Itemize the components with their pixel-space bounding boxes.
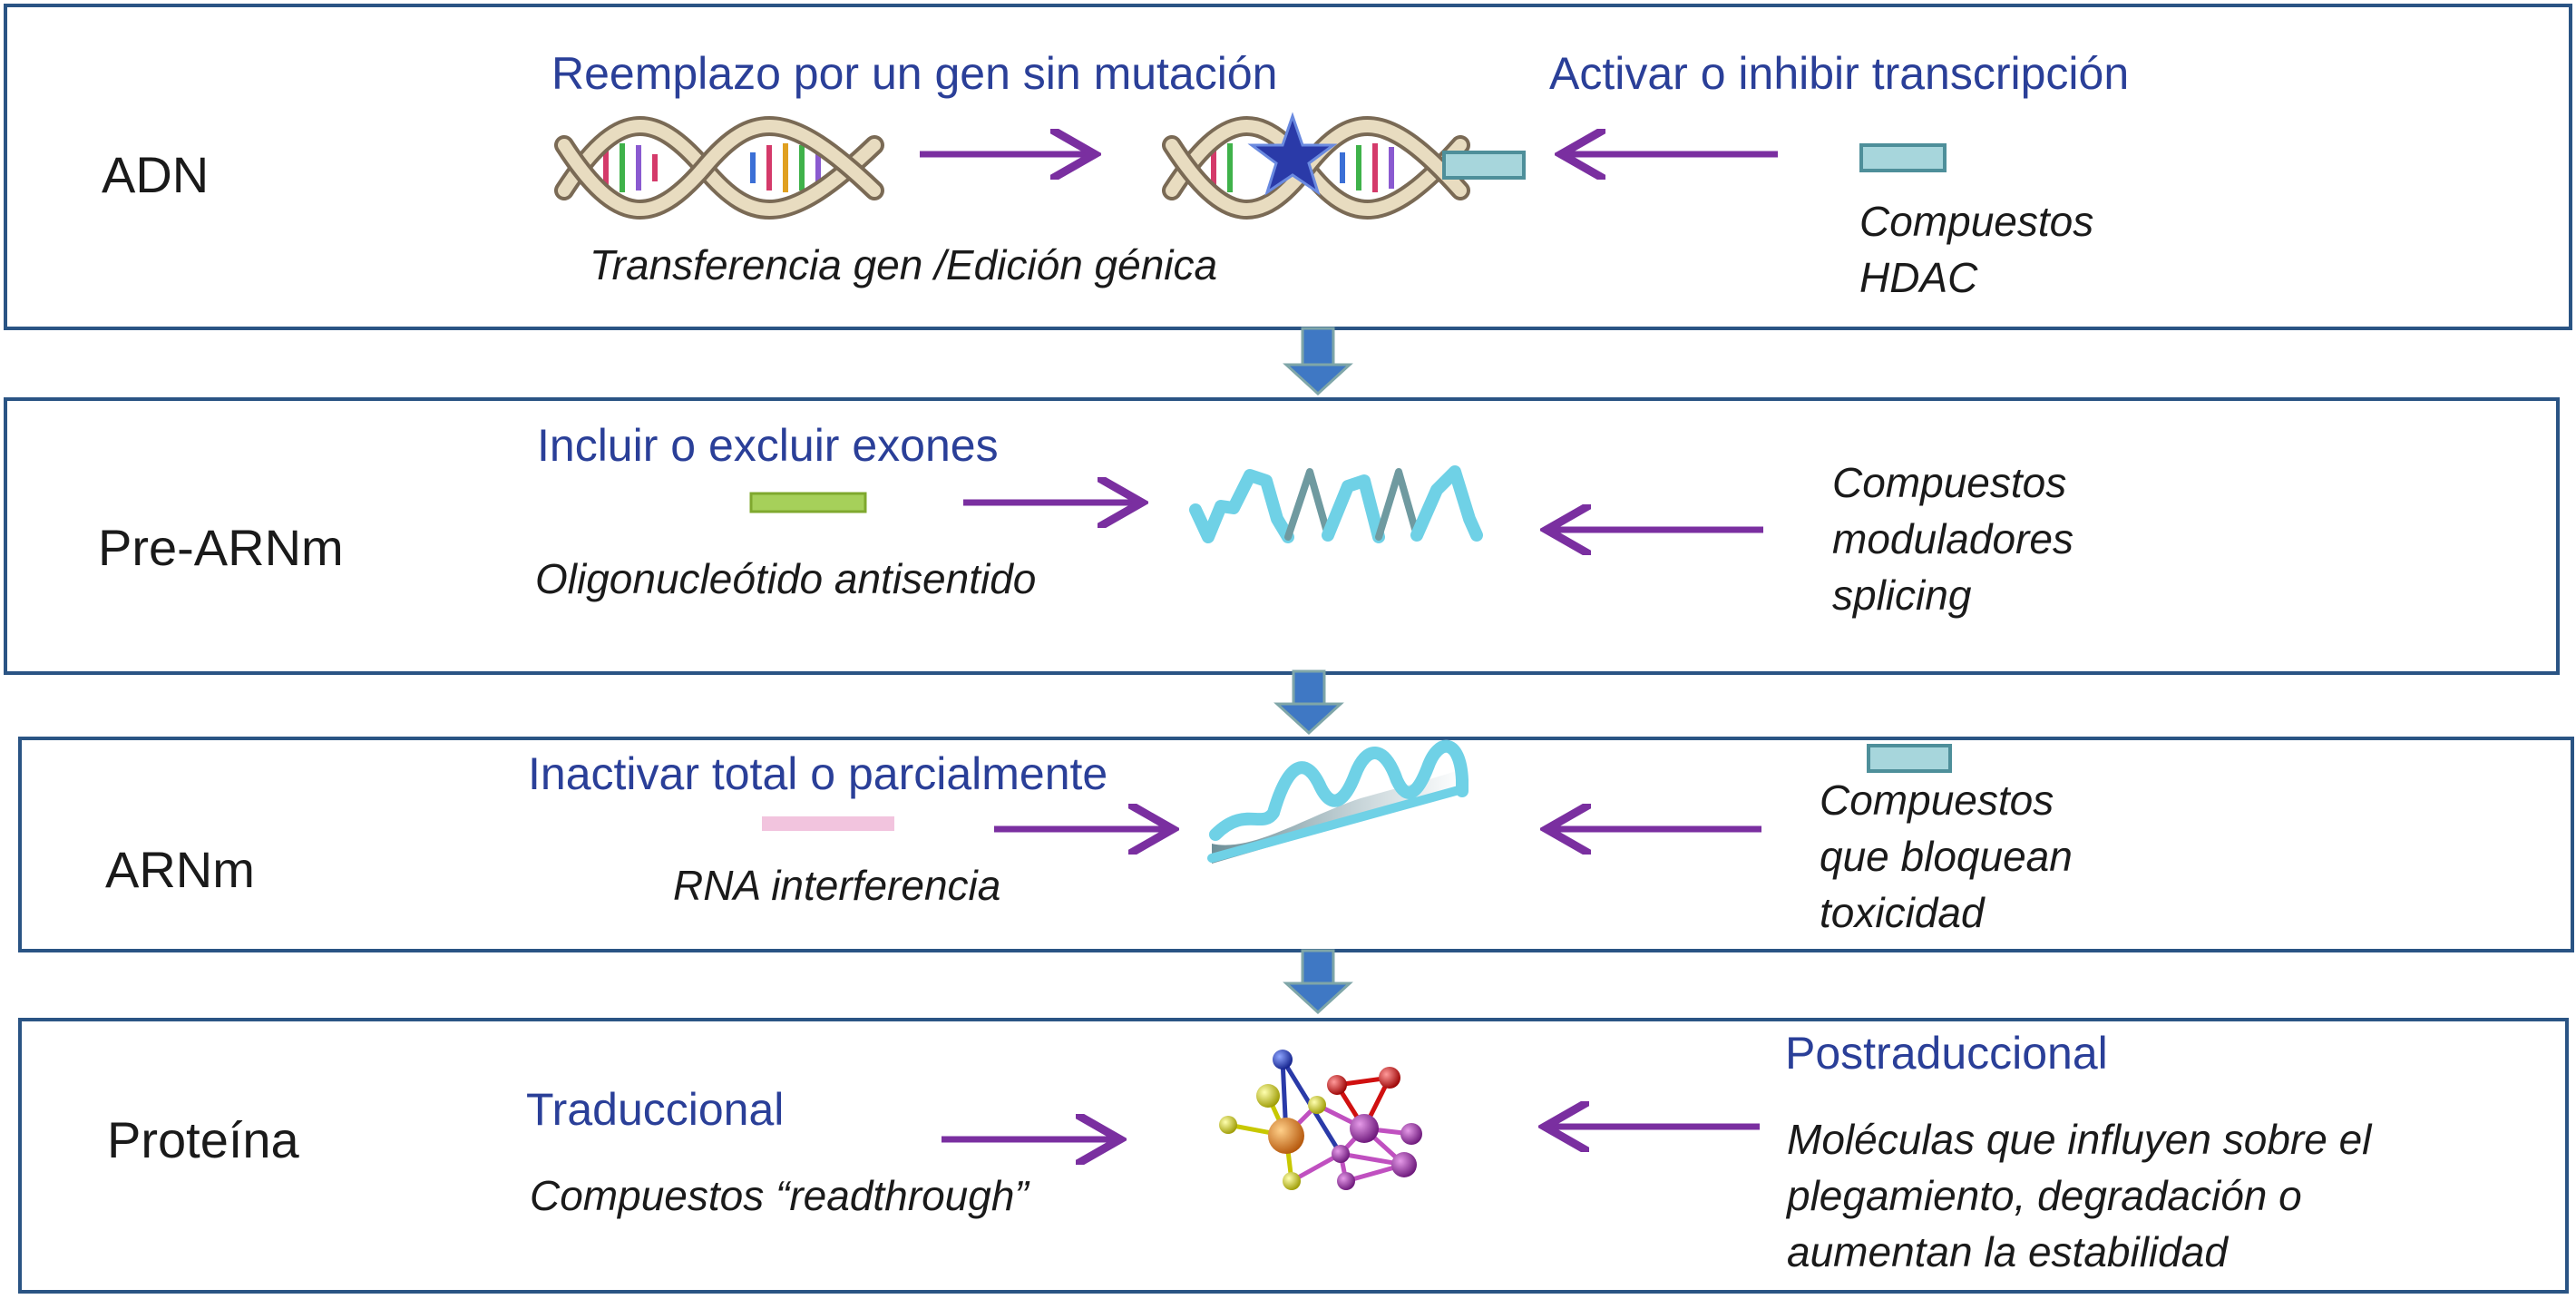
mrna-right-caption-line-3: toxicidad: [1820, 889, 1986, 936]
pre-mrna-left-title: Incluir o excluir exones: [537, 420, 999, 471]
sirna-icon: [762, 816, 894, 831]
pre-mrna-right-caption-line-1: Compuestos: [1832, 459, 2066, 506]
mrna-ribbon-icon: [1207, 739, 1469, 864]
dna-helix-icon: [554, 116, 884, 220]
hdac-compound-icon: [1859, 143, 1947, 172]
protein-right-title: Postraduccional: [1785, 1028, 2108, 1079]
pre-mrna-strand-icon: [1189, 465, 1483, 543]
protein-molecule-icon: [1219, 1050, 1422, 1190]
protein-panel: Proteína Traduccional Compuestos “readth…: [18, 1018, 2569, 1294]
pre-mrna-left-caption: Oligonucleótido antisentido: [535, 555, 1036, 602]
protein-left-caption: Compuestos “readthrough”: [530, 1172, 1030, 1219]
dna-right-title: Activar o inhibir transcripción: [1549, 48, 2129, 99]
protein-right-caption-line-1: Moléculas que influyen sobre el: [1787, 1116, 2373, 1163]
dna-left-title: Reemplazo por un gen sin mutación: [551, 48, 1277, 99]
mutation-star-icon: [1247, 112, 1338, 196]
mrna-right-caption-line-1: Compuestos: [1820, 776, 2054, 824]
mrna-panel: ARNm Inactivar total o parcialmente RNA …: [18, 737, 2574, 952]
mrna-left-title: Inactivar total o parcialmente: [528, 748, 1107, 799]
pre-mrna-right-caption-line-2: moduladores: [1832, 515, 2073, 562]
protein-level-label: Proteína: [107, 1111, 300, 1168]
bound-hdac-icon: [1442, 151, 1526, 180]
protein-right-caption-line-2: plegamiento, degradación o: [1785, 1172, 2302, 1219]
mrna-level-label: ARNm: [105, 841, 255, 898]
dna-right-caption-line-2: HDAC: [1859, 254, 1978, 301]
pre-mrna-right-caption-line-3: splicing: [1832, 571, 1972, 619]
down-arrow-3: [1283, 949, 1353, 1015]
pre-mrna-panel: Pre-ARNm Incluir o excluir exones Oligon…: [4, 397, 2560, 675]
dna-level-label: ADN: [102, 146, 209, 203]
dna-panel: ADN Reemplazo por un gen sin mutación Tr…: [4, 4, 2572, 330]
dna-left-caption: Transferencia gen /Edición génica: [590, 241, 1217, 288]
antisense-oligo-icon: [749, 492, 867, 513]
protein-right-caption-line-3: aumentan la estabilidad: [1787, 1228, 2229, 1275]
down-arrow-1: [1283, 327, 1353, 396]
down-arrow-2: [1273, 669, 1344, 736]
mrna-right-caption-line-2: que bloquean: [1820, 833, 2073, 880]
pre-mrna-level-label: Pre-ARNm: [98, 519, 344, 576]
protein-panel-frame: [18, 1018, 2569, 1294]
protein-left-title: Traduccional: [526, 1084, 784, 1135]
dna-right-caption-line-1: Compuestos: [1859, 198, 2093, 245]
blocking-compound-icon: [1867, 744, 1952, 773]
mrna-left-caption: RNA interferencia: [673, 862, 1000, 909]
mutated-dna-helix-icon: [1162, 112, 1526, 220]
